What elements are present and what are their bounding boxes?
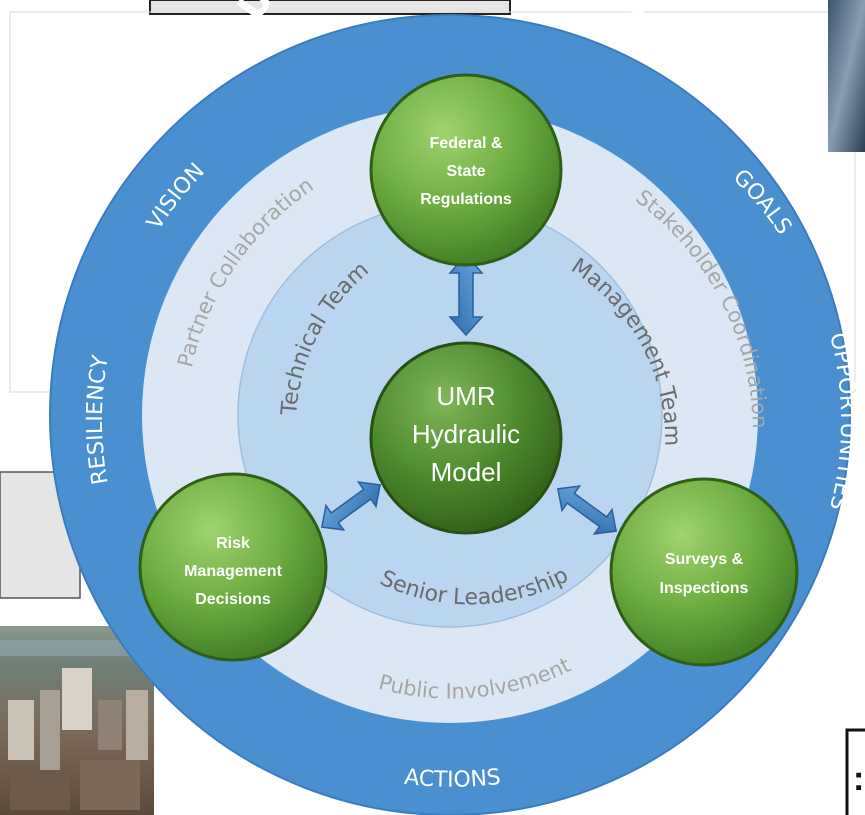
node-right-line-2: Inspections [660, 580, 749, 597]
arrow-left-double [320, 481, 382, 531]
bottom-right-glyph: : [853, 760, 864, 798]
node-surveys-inspections: Surveys & Inspections [609, 477, 799, 667]
center-line-1: UMR [436, 381, 495, 411]
node-left-line-3: Decisions [195, 591, 271, 608]
arrow-top-double [448, 253, 484, 337]
center-node-umr-hydraulic-model: UMR Hydraulic Model [369, 341, 563, 535]
top-placeholder-box [149, 0, 511, 15]
node-left-line-2: Management [184, 563, 282, 580]
arrow-right-double [556, 485, 618, 535]
node-left-line-1: Risk [216, 535, 250, 552]
node-top-line-2: State [446, 163, 485, 180]
city-flood-photo [0, 626, 154, 815]
center-line-3: Model [431, 457, 502, 487]
water-photo [828, 0, 865, 152]
bottom-right-box: : [845, 728, 865, 815]
node-top-line-3: Regulations [420, 191, 512, 208]
ring-label-actions: ACTIONS [403, 765, 502, 793]
node-federal-state-regulations: Federal & State Regulations [369, 73, 563, 267]
node-risk-management-decisions: Risk Management Decisions [138, 472, 328, 662]
node-top-line-1: Federal & [430, 135, 503, 152]
node-right-line-1: Surveys & [665, 551, 744, 568]
center-line-2: Hydraulic [412, 419, 520, 449]
